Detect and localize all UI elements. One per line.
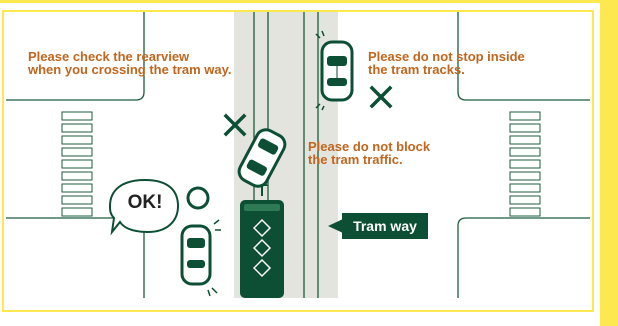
top-border	[0, 0, 600, 3]
tram-roof-diamond	[252, 238, 272, 258]
caption-line: Please do not stop inside	[368, 49, 525, 64]
caption-line: Please check the rearview	[28, 49, 190, 64]
cross-mark-icon	[223, 113, 247, 137]
speech-bubble-icon	[108, 178, 180, 236]
caption-do-not-block: Please do not block the tram traffic.	[308, 140, 430, 166]
car-stopped-on-tracks	[320, 40, 354, 102]
caption-check-rearview: Please check the rearview when you cross…	[28, 50, 231, 76]
turn-signal-marks	[207, 219, 221, 297]
crosswalk-left	[61, 111, 93, 217]
hazard-light-marks	[315, 30, 325, 111]
caption-line: the tram traffic.	[308, 152, 403, 167]
road-edge-top-right	[457, 12, 590, 101]
ok-label: OK!	[127, 192, 163, 213]
tram-label-pointer	[328, 219, 343, 233]
car-ok	[180, 224, 212, 286]
caption-line: when you crossing the tram way.	[28, 62, 232, 77]
car-blocking-tram	[237, 128, 287, 188]
caption-line: the tram tracks.	[368, 62, 465, 77]
road-edge-top-left	[6, 12, 145, 101]
road-edge-bottom-right	[457, 217, 590, 298]
tram-roof-diamond	[252, 218, 272, 238]
tram-way-label: Tram way	[342, 213, 428, 239]
cross-mark-icon	[369, 85, 393, 109]
tram-roof-diamond	[252, 258, 272, 278]
diagram-frame	[2, 10, 594, 312]
ok-circle-icon	[186, 186, 210, 210]
road-edge-bottom-left	[6, 217, 145, 298]
caption-line: Please do not block	[308, 139, 431, 154]
tram	[240, 200, 284, 298]
right-accent-bar	[600, 0, 618, 326]
crosswalk-right	[509, 111, 541, 217]
caption-do-not-stop: Please do not stop inside the tram track…	[368, 50, 525, 76]
